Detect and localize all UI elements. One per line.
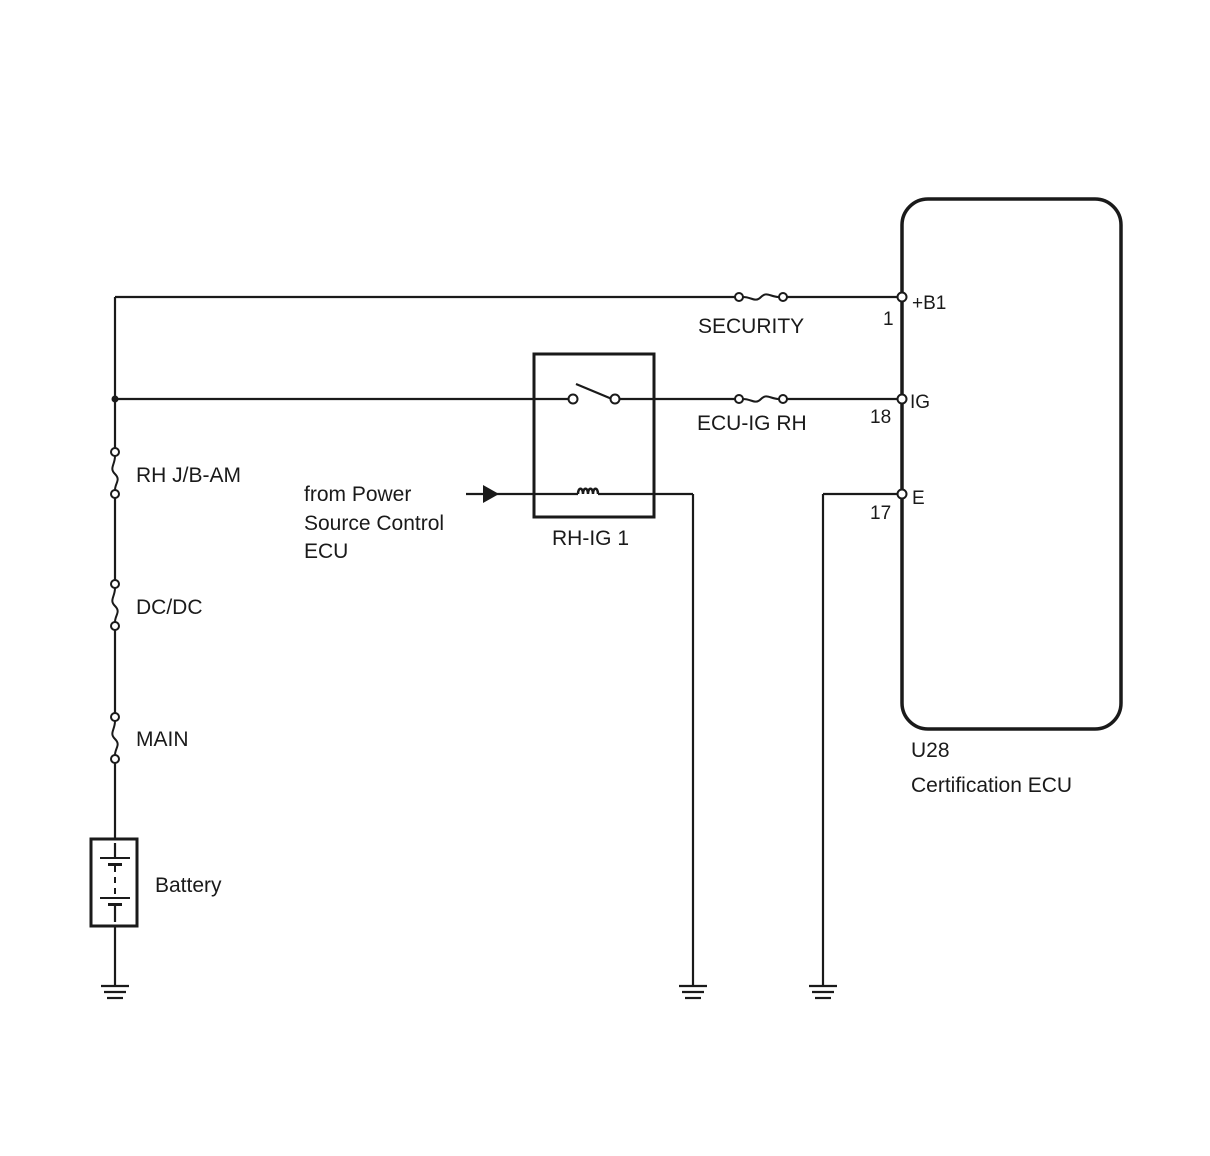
- relay-label: RH-IG 1: [552, 527, 629, 550]
- security-fuse-symbol: [742, 293, 780, 301]
- battery-icon: [89, 837, 139, 928]
- rh-jb-am-fuse-symbol: [111, 455, 119, 491]
- ground-icon: [101, 984, 129, 1000]
- ig-circuit: [115, 352, 908, 519]
- pin-1-number: 1: [883, 309, 894, 330]
- pin-17-number: 17: [870, 503, 891, 524]
- security-fuse-label: SECURITY: [698, 315, 804, 338]
- ecu-name-label: Certification ECU: [911, 774, 1072, 797]
- rh-jb-am-fuse-label: RH J/B-AM: [136, 464, 241, 487]
- dc-dc-fuse-symbol: [111, 587, 119, 623]
- security-circuit: [115, 291, 908, 303]
- ecu-ig-rh-fuse-label: ECU-IG RH: [697, 412, 807, 435]
- relay-coil-symbol: [576, 487, 600, 495]
- pin-17-terminal: [896, 488, 908, 500]
- pin-1-terminal: [896, 291, 908, 303]
- ground-icon: [809, 984, 837, 1000]
- ecu-ig-rh-fuse-symbol: [742, 395, 780, 403]
- input-source-line3: ECU: [304, 540, 348, 563]
- dc-dc-fuse-label: DC/DC: [136, 596, 203, 619]
- relay-coil-circuit: [466, 485, 707, 1000]
- pin-e-name: E: [912, 488, 925, 509]
- battery-label: Battery: [155, 874, 222, 897]
- ground-icon: [679, 984, 707, 1000]
- ecu-code-label: U28: [911, 739, 950, 762]
- pin-18-terminal: [896, 393, 908, 405]
- relay-switch-contact: [575, 382, 613, 401]
- pin-ig-name: IG: [910, 392, 930, 413]
- ecu-ground-circuit: [809, 488, 908, 1000]
- input-source-line1: from Power: [304, 483, 411, 506]
- relay-rh-ig1-box: [532, 352, 656, 519]
- certification-ecu-box: [900, 197, 1123, 731]
- pin-18-number: 18: [870, 407, 891, 428]
- input-arrow: [483, 485, 499, 503]
- input-source-line2: Source Control: [304, 512, 444, 535]
- main-fuse-symbol: [111, 720, 119, 756]
- main-fuse-label: MAIN: [136, 728, 189, 751]
- pin-b1-name: +B1: [912, 293, 946, 314]
- main-fuse-chain: [110, 447, 120, 839]
